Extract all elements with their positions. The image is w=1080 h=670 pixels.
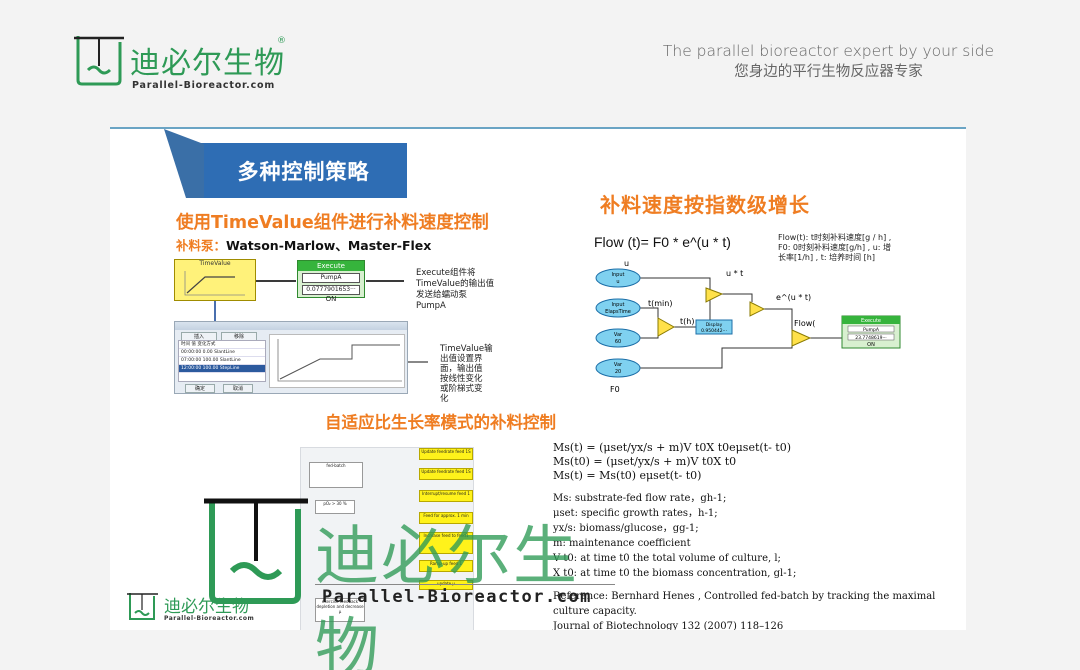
input-u-node: [595, 268, 641, 288]
execute-value: 0.0777901653···: [302, 285, 360, 295]
tagline-en: The parallel bioreactor expert by your s…: [662, 42, 994, 60]
watermark: 迪必尔生物 Parallel-Bioreactor.com: [200, 495, 620, 670]
flow-box: fed-batch: [309, 462, 363, 488]
exp-operator: [749, 301, 766, 317]
svg-text:F0: F0: [610, 385, 620, 394]
exponential-heading: 补料速度按指数级增长: [600, 193, 810, 217]
input-elapsed-node: [595, 298, 641, 318]
pump-label: 补料泵：: [176, 238, 227, 253]
flow-box: update μ: [419, 580, 473, 590]
timevalue-settings-note: TimeValue输 出值设置界 面，输出值 按线性变化 或阶梯式变 化: [440, 344, 493, 404]
bioreactor-logo-icon: [204, 498, 308, 604]
registered-mark: ®: [277, 36, 286, 46]
svg-text:t(h): t(h): [680, 317, 694, 326]
tagline: The parallel bioreactor expert by your s…: [663, 42, 994, 81]
bioreactor-logo-icon: [127, 593, 158, 620]
flow-box: Interrupt/resume feed 1: [419, 490, 473, 502]
step-line-icon: [277, 339, 402, 382]
pump-line: 补料泵：Watson-Marlow、Master-Flex: [176, 235, 431, 254]
svg-text:Var: Var: [614, 362, 623, 368]
divide-operator: [657, 317, 676, 337]
tagline-cn: 您身边的平行生物反应器专家: [734, 64, 923, 80]
mini-logo-en: Parallel-Bioreactor.com: [164, 615, 255, 622]
timevalue-preview-plot: [269, 334, 405, 388]
svg-text:Input: Input: [612, 302, 625, 308]
line-chart-icon: [184, 271, 245, 296]
connector-arrow: [256, 280, 296, 282]
watermark-en: Parallel-Bioreactor.com: [322, 587, 592, 607]
svg-text:PumpA: PumpA: [863, 327, 880, 333]
time-value-table: 时间 值 变化方式 00:00:00 0.00 SlantLine 07:00:…: [178, 340, 266, 382]
bioreactor-logo-icon: [74, 36, 124, 86]
svg-text:u: u: [624, 259, 629, 268]
var-60-node: [595, 328, 641, 348]
svg-text:ON: ON: [867, 342, 875, 348]
timevalue-block: TimeValue: [174, 259, 256, 301]
flow-box: exercise feedback depletion and decrease…: [315, 598, 365, 622]
multiply-operator: [705, 287, 724, 303]
svg-text:Flow(: Flow(: [794, 319, 815, 328]
flow-box: Update feedrate feed 1S: [419, 448, 473, 460]
watermark-divider: [315, 584, 615, 585]
adaptive-definitions: Ms: substrate-fed flow rate，gh-1; μset: …: [553, 493, 797, 579]
connector-arrow: [408, 361, 428, 363]
svg-text:e^(u * t): e^(u * t): [776, 293, 811, 302]
table-row: 时间 值 变化方式: [179, 341, 265, 349]
table-row[interactable]: 00:00:00 0.00 SlantLine: [179, 349, 265, 357]
execute-note: Execute组件将 TimeValue的输出值 发送给蠕动泵 PumpA: [416, 268, 495, 311]
svg-text:Execute: Execute: [861, 318, 881, 324]
equation-2: Ms(t0) = (μset/yx/s + m)V t0X t0: [553, 455, 737, 468]
svg-text:Input: Input: [612, 272, 625, 278]
svg-text:t(min): t(min): [648, 299, 672, 308]
svg-text:Display: Display: [706, 322, 723, 328]
timevalue-heading: 使用TimeValue组件进行补料速度控制: [176, 213, 489, 233]
adaptive-equations: Ms(t) = (μset/yx/s + m)V t0X t0eμset(t- …: [553, 441, 791, 483]
window-titlebar: [175, 322, 407, 330]
timevalue-block-title: TimeValue: [199, 260, 231, 267]
exponential-note: Flow(t): t时刻补料速度[g / h] , F0: 0时刻补料速度[g/…: [778, 233, 892, 262]
flow-multiply-operator: [791, 329, 812, 347]
table-row[interactable]: 07:00:00 100.00 SlantLine: [179, 357, 265, 365]
svg-text:Var: Var: [614, 332, 623, 338]
brand-name-cn: 迪必尔生物: [130, 46, 285, 81]
cancel-button[interactable]: 取消: [223, 384, 253, 393]
svg-text:20: 20: [615, 369, 621, 375]
flow-box: Feed for approx. 1 min: [419, 512, 473, 524]
brand-logo: 迪必尔生物 ® Parallel-Bioreactor.com: [72, 30, 302, 95]
svg-text:0.950442···: 0.950442···: [701, 328, 727, 334]
equation-1: Ms(t) = (μset/yx/s + m)V t0X t0eμset(t- …: [553, 441, 792, 454]
flow-box: Increase feed to feed1: [419, 532, 473, 554]
svg-text:60: 60: [615, 339, 621, 345]
flow-box: pO₂ > 30 %: [315, 500, 355, 514]
svg-text:ElapsTime: ElapsTime: [605, 309, 631, 315]
execute-block: Execute PumpA 0.0777901653··· ON: [297, 260, 365, 303]
flow-box: Ramp-up feed 1: [419, 560, 473, 572]
pump-value: Watson-Marlow、Master-Flex: [226, 238, 432, 253]
flow-box: Update feedrate feed 1S: [419, 468, 473, 480]
ok-button[interactable]: 确定: [185, 384, 215, 393]
execute-target: PumpA: [302, 273, 360, 283]
slide-content: 多种控制策略 使用TimeValue组件进行补料速度控制 补料泵：Watson-…: [110, 127, 966, 630]
svg-text:u * t: u * t: [726, 269, 743, 278]
section-title: 多种控制策略: [200, 143, 407, 198]
watermark-cn: 迪必尔生物: [315, 520, 579, 670]
equation-3: Ms(t) = Ms(t0) eμset(t- t0): [553, 469, 702, 482]
svg-text:23.7748619···: 23.7748619···: [855, 335, 887, 341]
timevalue-settings-window: 插入 移除 时间 值 变化方式 00:00:00 0.00 SlantLine …: [174, 321, 408, 394]
exponential-block-diagram: Input u Input ElapsTime Var 60 Var 20 Di…: [595, 259, 901, 394]
vertical-connector: [214, 301, 216, 323]
execute-state: ON: [325, 295, 337, 303]
execute-title: Execute: [298, 261, 364, 271]
connector-arrow: [366, 280, 404, 282]
exponential-formula: Flow (t)= F0 * e^(u * t): [594, 234, 731, 250]
table-row[interactable]: 12:00:00 100.00 StepLine: [179, 365, 265, 373]
adaptive-heading: 自适应比生长率模式的补料控制: [325, 413, 556, 432]
display-block: [695, 319, 733, 335]
svg-text:u: u: [616, 279, 619, 285]
var-20-node: [595, 358, 641, 378]
brand-name-en: Parallel-Bioreactor.com: [132, 80, 276, 91]
reference: Reference: Bernhard Henes , Controlled f…: [553, 591, 936, 630]
